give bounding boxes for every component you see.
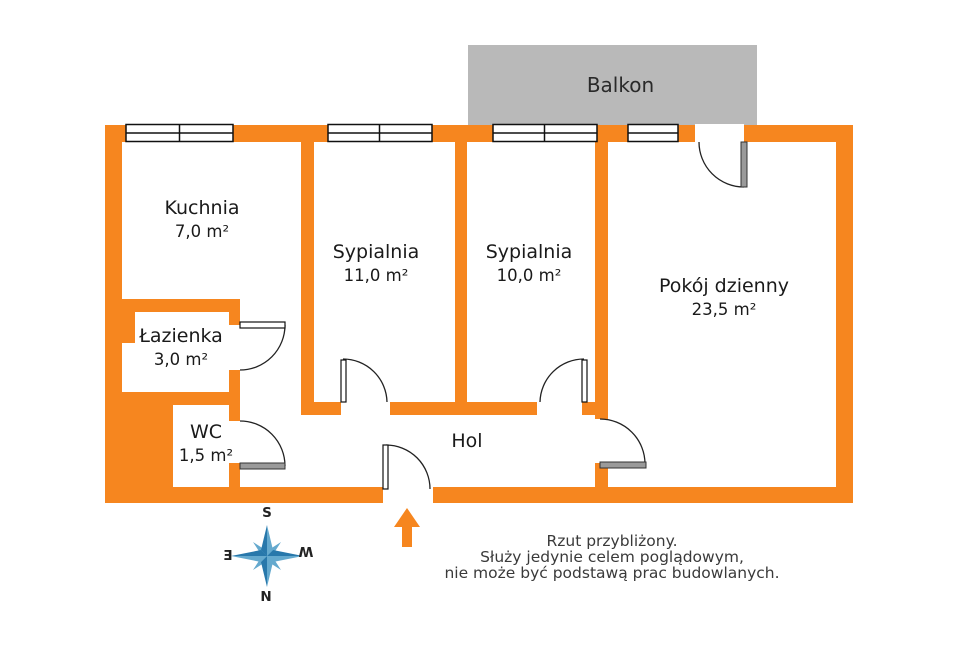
wall-exterior-right xyxy=(836,125,853,503)
entrance-arrow-icon xyxy=(394,508,420,547)
lazienka-door-leaf xyxy=(239,321,286,329)
balcony-area: Balkon xyxy=(468,45,757,125)
wall-hol-top xyxy=(467,402,537,415)
compass-rose-icon xyxy=(231,525,303,587)
wall-exterior-top xyxy=(105,125,853,142)
wall-kuchnia-bottom xyxy=(122,299,240,312)
compass-west-label: W xyxy=(298,543,314,559)
room-area: 11,0 m² xyxy=(343,266,409,285)
compass-north-label: N xyxy=(260,589,272,605)
label-hol: Hol xyxy=(417,430,517,452)
lazienka-door-arc xyxy=(239,324,286,371)
disclaimer-line: nie może być podstawą prac budowlanych. xyxy=(444,564,780,582)
room-name: Łazienka xyxy=(139,325,223,347)
room-area: 23,5 m² xyxy=(691,300,757,319)
label-lazienka: Łazienka 3,0 m² xyxy=(126,325,236,370)
balcony-label: Balkon xyxy=(586,73,655,97)
compass-south-label: S xyxy=(262,505,272,521)
wall-lazienka-step xyxy=(122,312,135,343)
wall-kuchnia-sypialnia xyxy=(301,142,314,415)
room-name: Kuchnia xyxy=(164,197,240,219)
wall-hol-top xyxy=(582,402,595,415)
room-area: 1,5 m² xyxy=(178,446,234,465)
label-pokoj-dzienny: Pokój dzienny 23,5 m² xyxy=(624,275,824,320)
room-name: Hol xyxy=(451,430,483,452)
room-name: WC xyxy=(189,421,223,443)
room-name: Sypialnia xyxy=(332,241,420,263)
wall-exterior-bottom xyxy=(105,487,383,503)
room-kuchnia xyxy=(122,142,301,299)
disclaimer-line: Rzut przybliżony. xyxy=(546,532,678,550)
label-wc: WC 1,5 m² xyxy=(151,421,261,466)
wall-pokoj-door-stub xyxy=(595,463,608,487)
wall-wc-right xyxy=(229,405,240,421)
room-name: Sypialnia xyxy=(485,241,573,263)
room-wc xyxy=(173,405,229,487)
disclaimer-line: Służy jedynie celem poglądowym, xyxy=(480,548,744,566)
room-area: 10,0 m² xyxy=(496,266,562,285)
wall-lazienka-right xyxy=(229,299,240,325)
wall-wc-right xyxy=(229,463,240,487)
compass-east-label: E xyxy=(223,548,233,564)
label-kuchnia: Kuchnia 7,0 m² xyxy=(112,197,292,242)
wall-hol-top xyxy=(301,402,341,415)
wall-exterior-bottom xyxy=(433,487,853,503)
label-sypialnia-b: Sypialnia 10,0 m² xyxy=(459,241,599,286)
disclaimer-text: Rzut przybliżony. Służy jedynie celem po… xyxy=(412,533,812,581)
wall-hol-top xyxy=(390,402,455,415)
room-name: Pokój dzienny xyxy=(658,275,789,297)
room-pokoj-dzienny xyxy=(608,142,836,487)
wall-shaft-block xyxy=(105,392,173,503)
label-sypialnia-a: Sypialnia 11,0 m² xyxy=(306,241,446,286)
wall-sypialnia-sypialnia xyxy=(455,142,467,415)
room-lazienka xyxy=(122,312,229,392)
wall-sypialnia-pokoj xyxy=(595,142,608,419)
room-area: 7,0 m² xyxy=(174,222,230,241)
room-area: 3,0 m² xyxy=(153,350,209,369)
wall-lazienka-right xyxy=(229,370,240,392)
